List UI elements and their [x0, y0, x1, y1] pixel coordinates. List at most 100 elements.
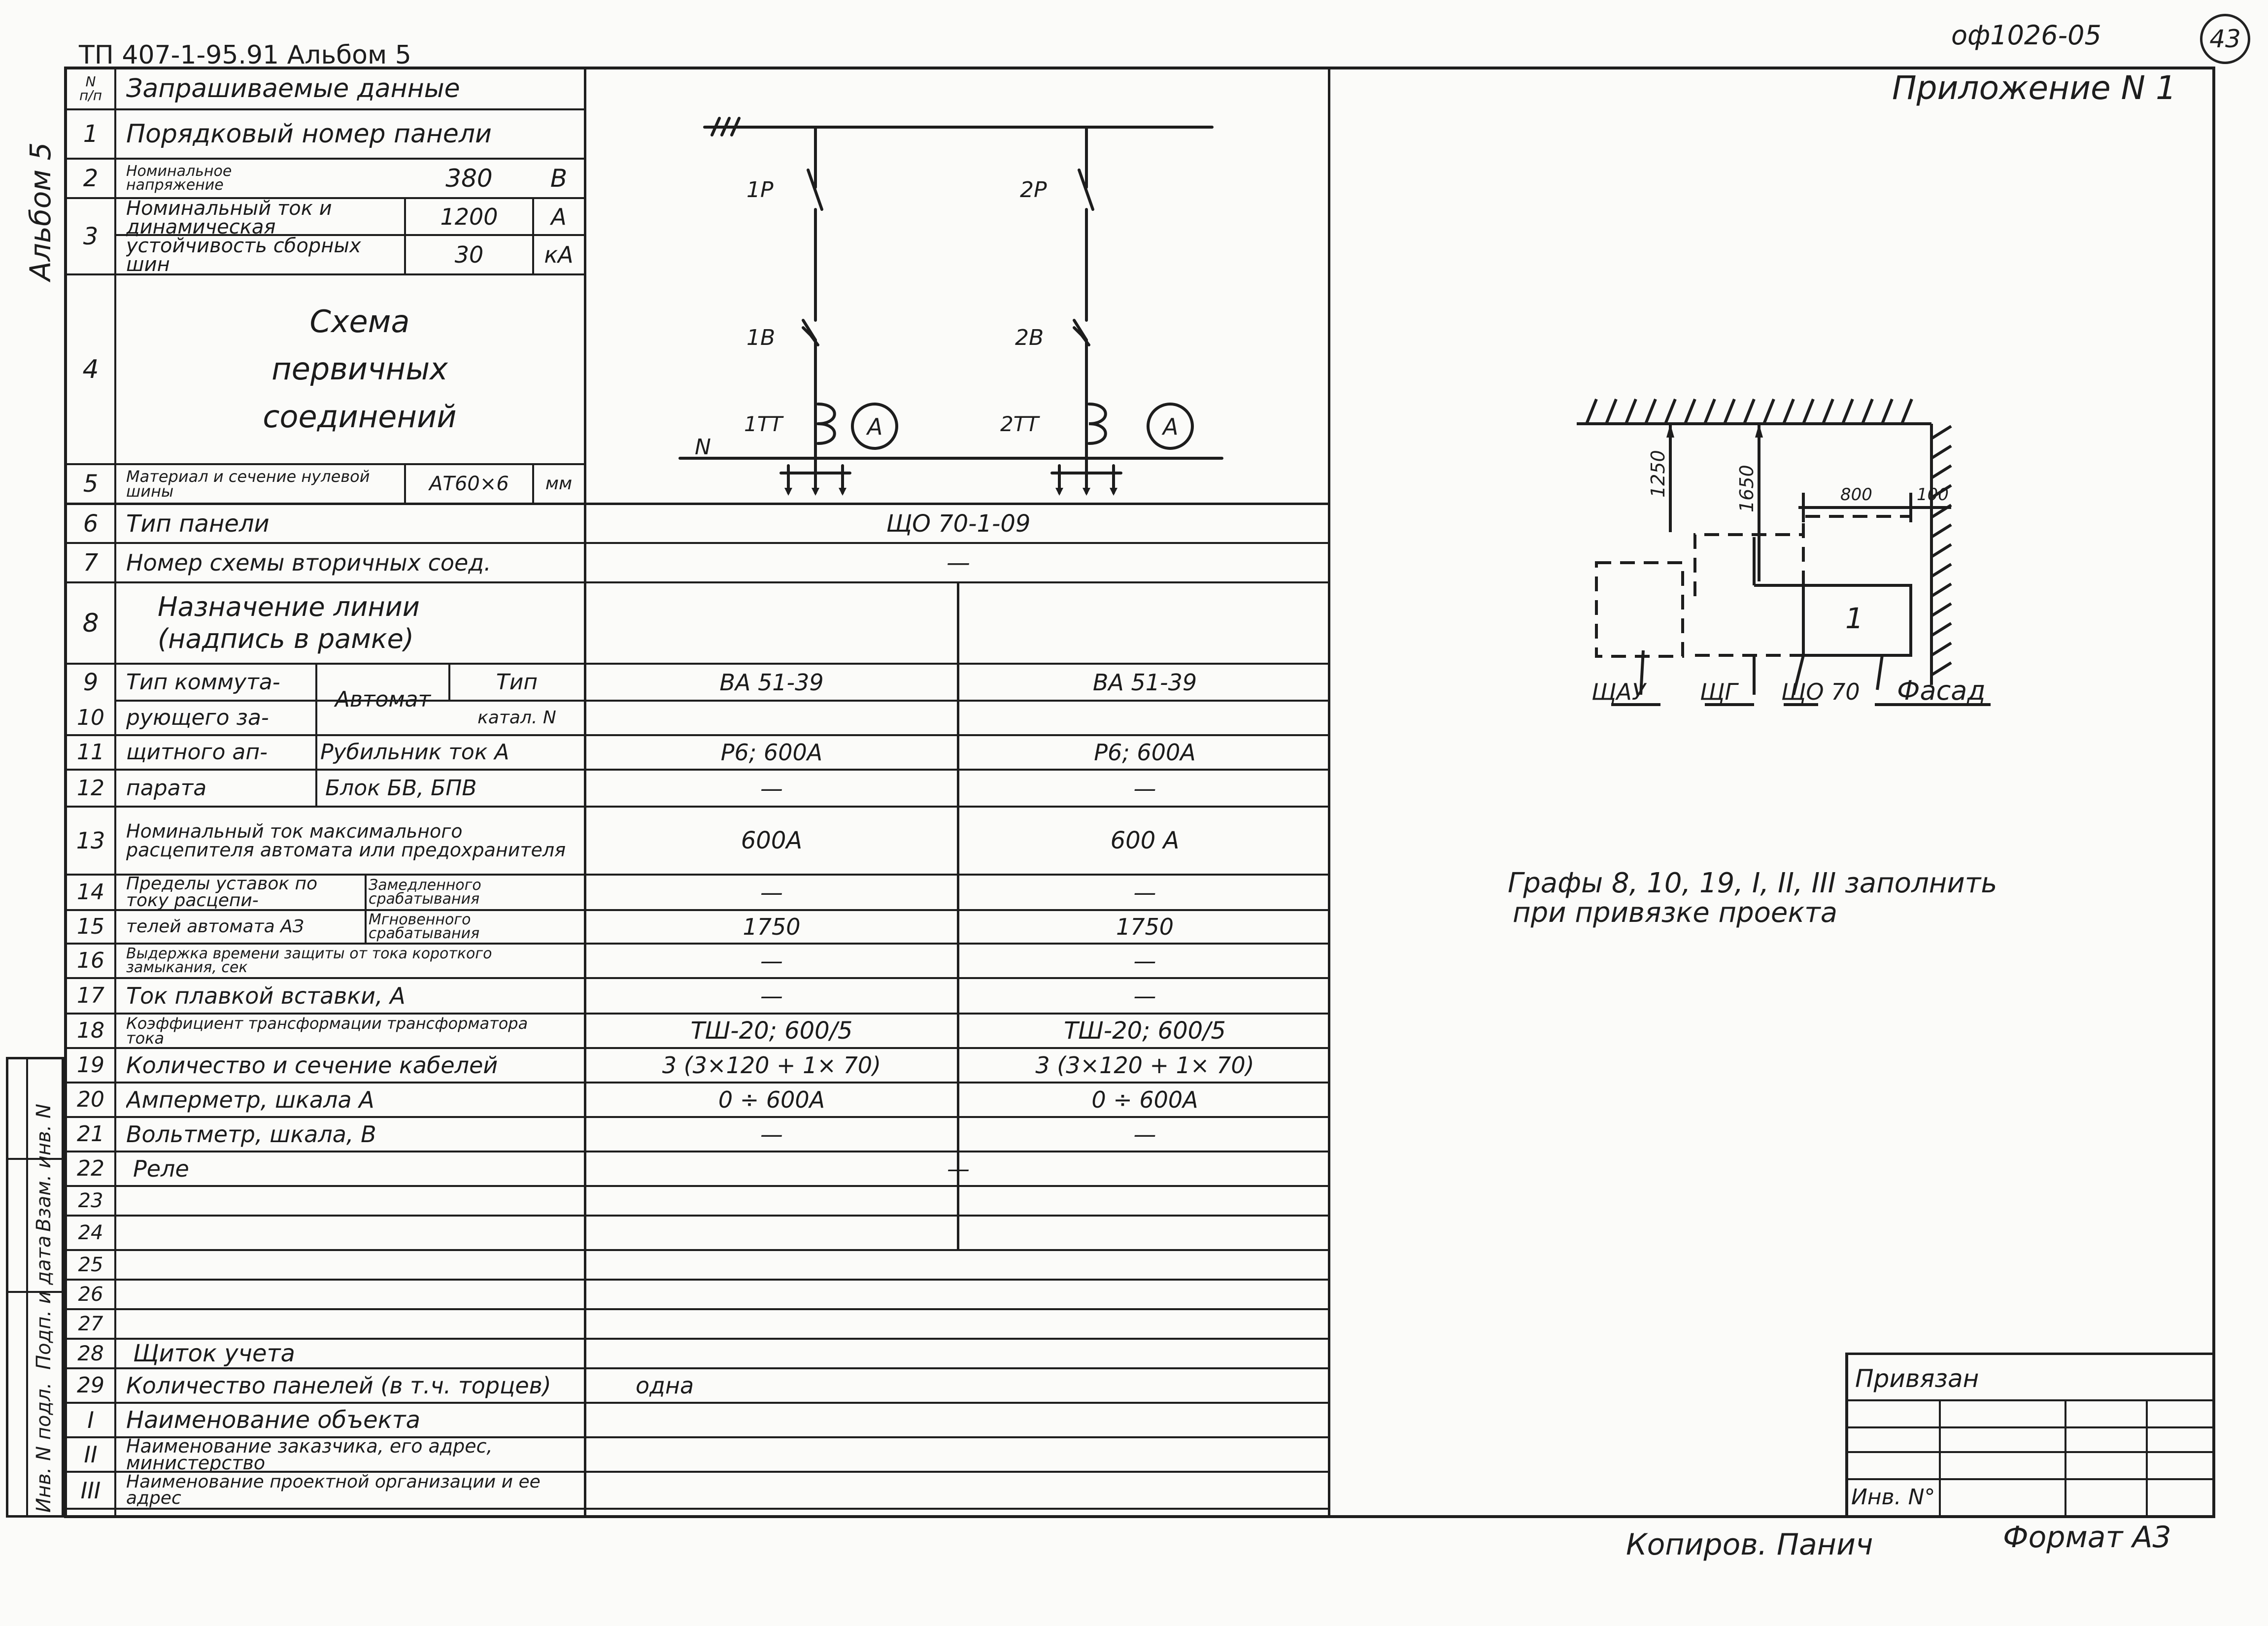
frame-bottom	[64, 1515, 2215, 1518]
label-2b: 2В	[1015, 325, 1044, 350]
sub-automat: Автомат	[335, 686, 431, 712]
row-label: Наименование заказчика, его адрес, минис…	[126, 1438, 493, 1471]
line2-ct: ТШ-20; 600/5	[1064, 1017, 1226, 1045]
frame-right	[2212, 67, 2215, 1518]
side-stamp-vzam: Взам. инв. N	[33, 1104, 55, 1232]
data-table: N п/п Запрашиваемые данные 1 Порядковый …	[64, 67, 1330, 1518]
line1-delay: —	[760, 948, 783, 974]
line1-ammeter: 0 ÷ 600А	[718, 1086, 825, 1113]
busbar-stability-unit: кА	[544, 241, 574, 268]
dim-1650: 1650	[1736, 465, 1758, 512]
line1-fuse: —	[760, 982, 783, 1009]
label-shcho70: ЩО 70	[1781, 678, 1860, 705]
row-label: Материал и сечение нулевой шины	[126, 467, 370, 501]
sub-block: Блок БВ, БПВ	[325, 775, 477, 801]
row-label: Количество и сечение кабелей	[126, 1052, 498, 1079]
row-no: 11	[77, 740, 104, 765]
row-no: 18	[77, 1018, 104, 1043]
row-label: Наименование проектной организации и ее …	[126, 1473, 541, 1508]
line2-instant: 1750	[1116, 914, 1174, 940]
line1-block: —	[760, 775, 783, 802]
line2-breaker-type: ВА 51-39	[1092, 669, 1197, 696]
side-album-label: Альбом 5	[24, 142, 57, 281]
page-number: 43	[2209, 25, 2241, 53]
row-no: 8	[82, 608, 99, 638]
label-1b: 1В	[746, 325, 775, 350]
panel-count: одна	[636, 1372, 694, 1399]
sub-delayed: Замедленного срабатывания	[369, 876, 481, 908]
row-no: 12	[77, 775, 104, 801]
line2-delay: —	[1133, 948, 1156, 974]
page-number-badge: 43	[2200, 14, 2250, 64]
table-divider	[1328, 67, 1330, 1518]
row-label: Коэффициент трансформации трансформатора…	[126, 1015, 528, 1047]
row-label: щитного ап-	[126, 740, 268, 765]
neutral-bus-unit: мм	[545, 474, 573, 494]
row-no: 20	[77, 1087, 104, 1112]
line1-switch: Р6; 600А	[720, 739, 823, 766]
secondary-scheme: —	[947, 549, 970, 576]
line2-cables: 3 (3×120 + 1× 70)	[1035, 1052, 1254, 1079]
label-shchau: ЩАУ	[1591, 678, 1647, 705]
row-no: 23	[78, 1189, 103, 1212]
row-label: Амперметр, шкала А	[126, 1086, 374, 1113]
dim-100: 100	[1917, 485, 1949, 505]
panel-position-number: 1	[1845, 602, 1863, 635]
busbar-current: 1200	[440, 203, 498, 230]
label-2tt: 2ТТ	[1000, 412, 1040, 436]
doc-code: ТП 407-1-95.91 Альбом 5	[79, 40, 411, 70]
row-label: Тип коммута-	[126, 669, 280, 695]
row-no: 3	[83, 222, 99, 250]
row-no: 25	[78, 1253, 103, 1276]
sub-switch: Рубильник ток А	[320, 740, 509, 765]
row-no: 7	[83, 549, 99, 576]
line1-ct: ТШ-20; 600/5	[690, 1017, 853, 1045]
row-label: парата	[126, 775, 207, 801]
row-no: 2	[83, 165, 99, 192]
label-2p: 2Р	[1020, 177, 1047, 203]
line1-delayed: —	[760, 879, 783, 906]
neutral-bus: АТ60×6	[429, 473, 509, 495]
ammeter-1-icon: А	[866, 413, 882, 440]
label-fasad: Фасад	[1897, 675, 1986, 706]
row-no: 17	[77, 983, 104, 1008]
sub-type: Тип	[496, 669, 538, 695]
row-no: 1	[83, 120, 99, 148]
row-no: 4	[82, 354, 99, 384]
row-label: Номер схемы вторичных соед.	[126, 549, 491, 576]
binding-stamp: Привязан Инв. N°	[1845, 1353, 2212, 1515]
row-no: 28	[77, 1341, 104, 1365]
label-shchg: ЩГ	[1700, 678, 1739, 705]
row-label: Номинальный ток и динамическая устойчиво…	[126, 199, 361, 273]
panel-type: ЩО 70-1-09	[886, 509, 1031, 538]
line1-voltmeter: —	[760, 1121, 783, 1148]
line1-instant: 1750	[743, 914, 801, 940]
line2-max-current: 600 А	[1110, 827, 1180, 854]
row-label: Пределы уставок по току расцепи-	[126, 876, 318, 909]
row-no: 14	[77, 880, 104, 905]
busbar-stability: 30	[454, 241, 484, 268]
line2-voltmeter: —	[1133, 1121, 1156, 1148]
row-label-scheme: Схема первичных соединений	[263, 304, 457, 435]
line1-max-current: 600А	[741, 827, 803, 854]
busbar-current-unit: А	[551, 203, 567, 230]
row-no: 5	[83, 470, 99, 498]
dim-1250: 1250	[1647, 450, 1669, 498]
row-label: Номинальный ток максимального расцепител…	[126, 820, 566, 861]
row-label: рующего за-	[126, 705, 269, 730]
row-no: 26	[78, 1283, 103, 1306]
row-no: 24	[78, 1221, 103, 1244]
note-line-2: при привязке проекта	[1513, 897, 1838, 929]
line2-block: —	[1133, 775, 1156, 802]
side-stamp-podp: Подп. и дата	[33, 1235, 55, 1370]
row-no: I	[87, 1407, 94, 1433]
row-no: 22	[77, 1156, 104, 1181]
row-no: 6	[83, 509, 99, 538]
row-no: III	[80, 1477, 101, 1504]
line1-breaker-type: ВА 51-39	[719, 669, 824, 696]
sheet-code: оф1026-05	[1951, 20, 2101, 51]
line2-fuse: —	[1133, 982, 1156, 1009]
row-no: 27	[78, 1313, 103, 1335]
row-label: Реле	[133, 1155, 189, 1182]
line2-delayed: —	[1133, 879, 1156, 906]
